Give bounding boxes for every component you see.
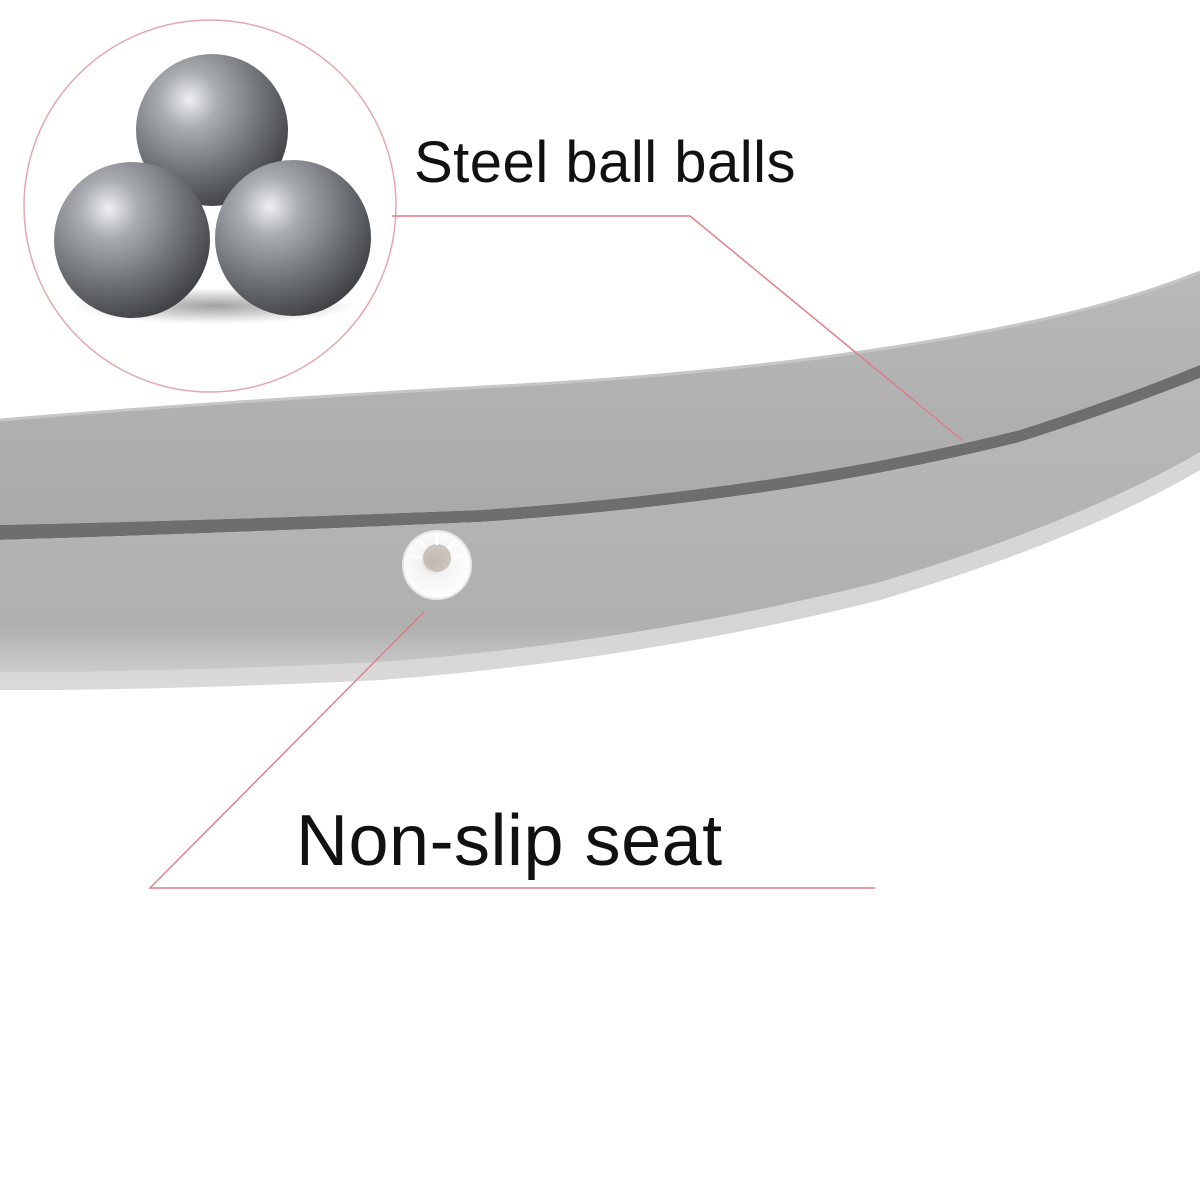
non-slip-seat-label: Non-slip seat xyxy=(296,801,723,881)
ring-top-edge xyxy=(0,270,1200,422)
ring-groove xyxy=(0,365,1200,540)
non-slip-seat-icon xyxy=(402,530,472,600)
steel-balls-callout xyxy=(23,19,397,393)
steel-balls-leader-line xyxy=(392,215,963,441)
ring-bottom-edge xyxy=(0,452,1200,690)
ring-upper-band xyxy=(0,272,1200,525)
steel-balls-cluster-icon xyxy=(54,54,371,324)
steel-balls-label: Steel ball balls xyxy=(414,130,796,195)
ring-lower-band xyxy=(0,378,1200,690)
non-slip-seat-leader-line xyxy=(148,611,875,889)
